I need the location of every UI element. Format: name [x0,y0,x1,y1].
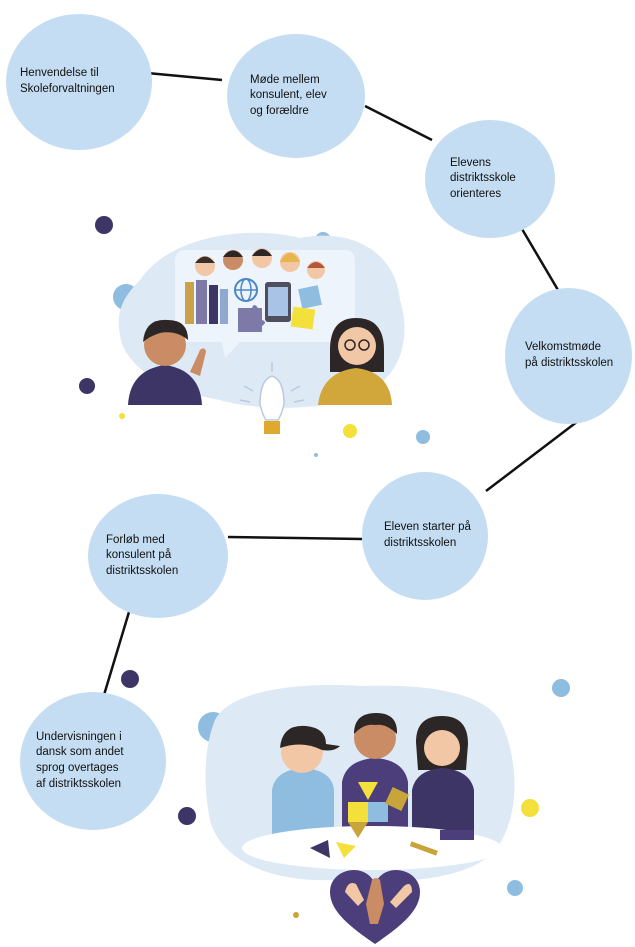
flow-step-henvendelse: Henvendelse til Skoleforvaltningen [6,14,152,150]
dot-light [416,430,430,444]
dot-yellow [119,413,125,419]
connector-5-6 [227,535,363,541]
bulb-base [264,421,280,434]
child-hair [223,250,243,257]
hand-left [345,883,364,906]
man-hair [143,319,188,342]
parent-figure [318,318,392,405]
boy-middle-face [354,717,396,759]
girl-body [412,768,474,835]
dot-dark [79,378,95,394]
block [310,840,330,858]
connector-4-5 [485,417,583,492]
dot-light [314,453,318,457]
glasses-icon [358,339,370,351]
flow-step-label: Møde mellem konsulent, elev og forældre [250,73,327,117]
woman-face [338,327,376,365]
dot-yellow [521,799,539,817]
girl-right-figure [412,716,474,835]
book [220,289,228,324]
globe-meridian [240,278,252,302]
children-playing-illustration [205,685,515,944]
book [196,280,207,324]
boy-left-body [272,768,334,835]
connector-6-7 [102,611,131,696]
heart-hands-icon [330,870,420,944]
flow-step-distriktsskole-orienteres: Elevens distriktsskole orienteres [425,120,555,238]
flow-step-undervisningen: Undervisningen i dansk som andet sprog o… [20,692,166,830]
consultant-figure [128,319,206,405]
pencil-icon [409,841,438,856]
dot-dark [95,216,113,234]
books-icon [185,280,228,324]
flow-step-label: Velkomstmøde på distriktsskolen [525,341,614,369]
flow-step-moede: Møde mellem konsulent, elev og forældre [227,34,365,158]
dot-dark [178,807,196,825]
man-body [128,365,202,405]
children-faces [195,248,325,279]
block [336,842,356,858]
dot-light [552,679,570,697]
table-surface [242,826,502,870]
hand-middle [366,878,384,924]
boy-middle-hair [354,713,398,734]
block [385,787,409,811]
flow-step-velkomstmoede: Velkomstmøde på distriktsskolen [505,288,632,424]
child-hair [280,253,300,262]
dot-light [507,880,523,896]
flow-step-label: Henvendelse til Skoleforvaltningen [20,67,115,95]
blocks-icon [310,782,474,858]
block [348,822,368,838]
glasses-icon [344,339,356,351]
connector-lines [102,71,583,696]
cap-icon [280,725,340,751]
tablet-screen [268,287,288,316]
bulb-rays [239,362,305,403]
flow-step-label: Eleven starter på distriktsskolen [384,521,471,549]
block [348,802,368,822]
puzzle-icon [238,305,265,332]
connector-2-3 [364,104,433,142]
dot-yellow [343,424,357,438]
meeting-illustration [118,232,405,434]
blue-note-icon [298,285,322,309]
dot-dark [121,670,139,688]
block [368,802,388,822]
sticky-note-icon [290,306,316,330]
child-hair [307,262,325,268]
boy-left-figure [272,725,340,835]
dot-gold [293,912,299,918]
flow-step-label: Elevens distriktsskole orienteres [450,156,516,200]
book [185,282,194,324]
flow-step-eleven-starter: Eleven starter på distriktsskolen [362,472,488,600]
connector-1-2 [146,71,223,82]
hand-right [390,884,412,908]
bulb-glass [259,375,285,421]
woman-body [318,368,392,405]
flow-step-label: Undervisningen i dansk som andet sprog o… [36,730,124,790]
child-hair [195,256,215,263]
book [209,285,218,324]
connector-3-4 [520,228,560,291]
flow-step-label: Forløb med konsulent på distriktsskolen [106,533,179,577]
girl-face [424,730,460,766]
child-hair [252,249,272,256]
lightbulb-icon [239,362,305,434]
book-icon [440,830,474,840]
man-hand [190,348,206,376]
block [358,782,378,800]
flow-step-forloeb: Forløb med konsulent på distriktsskolen [88,494,228,618]
